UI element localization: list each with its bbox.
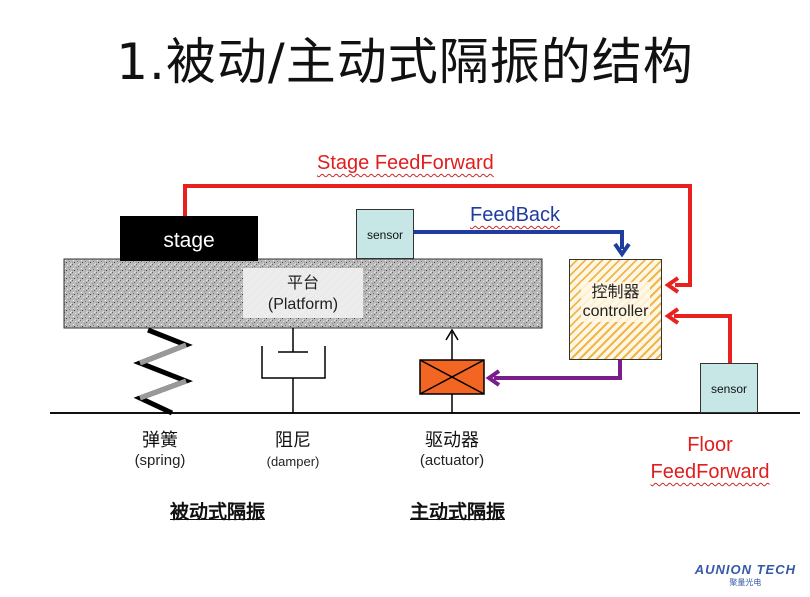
passive-isolation-heading: 被动式隔振: [170, 501, 266, 523]
stage-block: stage: [120, 216, 258, 261]
damper: [261, 328, 326, 413]
stage-feedforward-path: [183, 184, 692, 294]
spring-label-zh: 弹簧: [142, 430, 178, 451]
floor-feedforward-line2: FeedForward: [650, 461, 770, 483]
platform-label: 平台 (Platform): [243, 268, 363, 318]
top-sensor: sensor: [356, 209, 414, 259]
platform-label-zh: 平台: [286, 273, 319, 292]
spring-label-en: (spring): [134, 452, 186, 469]
spring: [133, 327, 194, 416]
floor-feedforward-path: [664, 307, 732, 363]
damper-caption: 阻尼 (damper): [243, 426, 343, 469]
actuator-label-zh: 驱动器: [425, 430, 479, 451]
stage-feedforward-label: Stage FeedForward: [317, 152, 494, 174]
damper-label-zh: 阻尼: [275, 430, 311, 451]
floor-feedforward-line1: Floor: [687, 434, 733, 456]
floor-feedforward-label: Floor FeedForward: [630, 432, 790, 486]
actuator-label-en: (actuator): [419, 452, 485, 469]
actuation-path: [485, 360, 622, 387]
active-isolation-heading: 主动式隔振: [410, 501, 506, 523]
controller-box: 控制器 controller: [569, 259, 662, 360]
logo-brand: AUNION TECH: [694, 562, 796, 577]
actuator-caption: 驱动器 (actuator): [402, 426, 502, 469]
feedback-path: [414, 230, 631, 258]
damper-label-en: (damper): [266, 454, 320, 469]
floor-sensor: sensor: [700, 363, 758, 413]
platform-label-en: (Platform): [267, 296, 339, 313]
controller-label-en: controller: [582, 303, 649, 320]
actuator: [419, 328, 485, 413]
page-title: 1.被动/主动式隔振的结构: [116, 33, 694, 91]
feedback-label: FeedBack: [470, 204, 561, 226]
spring-caption: 弹簧 (spring): [110, 426, 210, 469]
controller-label-zh: 控制器: [591, 282, 640, 301]
logo-sub: 聚量光电: [729, 578, 762, 587]
company-logo: AUNION TECH 聚量光电: [695, 562, 796, 588]
